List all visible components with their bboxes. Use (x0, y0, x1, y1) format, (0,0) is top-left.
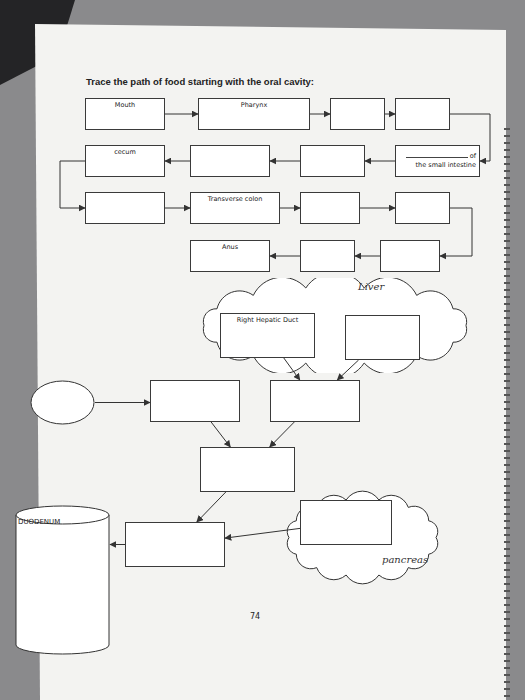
cyl-outline (15, 505, 110, 655)
circle-shape (31, 381, 94, 424)
blank-box (300, 192, 360, 224)
box-label: Anus (191, 244, 269, 252)
blank-box (300, 145, 365, 177)
flow-arrow (165, 161, 190, 162)
blank-box (150, 380, 240, 422)
flow-arrow (165, 114, 198, 115)
cylinder-body (16, 515, 109, 654)
answer-blank (406, 151, 468, 158)
blank-box (270, 380, 360, 422)
cloud-shape (287, 491, 438, 584)
blank-box (125, 522, 225, 567)
blank-box (190, 145, 270, 177)
process-box: cecum (85, 145, 165, 177)
blank-box (345, 315, 420, 360)
blank-box (300, 500, 392, 545)
blank-box (200, 447, 295, 492)
duct-box: Right Hepatic Duct (220, 313, 315, 358)
flow-arrow (365, 161, 395, 162)
process-box: Mouth (85, 98, 165, 130)
cloud-shape (203, 278, 466, 373)
box-label: Transverse colon (191, 196, 279, 204)
flow-arrow (110, 544, 125, 545)
flow-arrow (165, 208, 190, 209)
blank-box (330, 98, 385, 130)
flow-arrow (310, 114, 330, 115)
box-label: cecum (86, 149, 164, 157)
blank-box (380, 240, 440, 272)
organ-label: pancreas (382, 554, 428, 565)
organ-cloud: LiverRight Hepatic Duct (195, 278, 475, 373)
organ-cloud: pancreas (280, 490, 445, 585)
blank-circle (30, 380, 95, 425)
flow-arrow (355, 256, 380, 257)
box-label: of the small intestine (416, 152, 476, 169)
box-label: Pharynx (199, 102, 309, 110)
process-box: Pharynx (198, 98, 310, 130)
blank-box (85, 192, 165, 224)
process-box: Transverse colon (190, 192, 280, 224)
duodenum-cylinder: DUODENUM (15, 505, 110, 655)
blank-box (300, 240, 355, 272)
box-label: Right Hepatic Duct (221, 317, 314, 325)
process-box: Anus (190, 240, 270, 272)
blank-box (395, 192, 450, 224)
organ-label: DUODENUM (18, 518, 60, 526)
flow-arrow (211, 422, 230, 447)
spiral-binding (504, 128, 510, 700)
ellipse-outline (30, 380, 95, 425)
fill-in-line: of the small intestine (396, 146, 479, 170)
flow-arrow (270, 161, 300, 162)
flow-arrow (60, 161, 85, 208)
fill-in-box: of the small intestine (395, 145, 480, 177)
blank-box (395, 98, 450, 130)
flow-arrow (95, 402, 150, 403)
flow-arrow (270, 256, 300, 257)
box-label: Mouth (86, 102, 164, 110)
organ-label: Liver (358, 281, 384, 292)
flow-arrow (280, 208, 300, 209)
page-number: 74 (250, 612, 260, 621)
flow-arrow (270, 422, 295, 447)
flow-arrow (360, 208, 395, 209)
flow-arrow (197, 492, 226, 522)
worksheet-title: Trace the path of food starting with the… (86, 76, 314, 87)
flow-arrow (385, 114, 395, 115)
